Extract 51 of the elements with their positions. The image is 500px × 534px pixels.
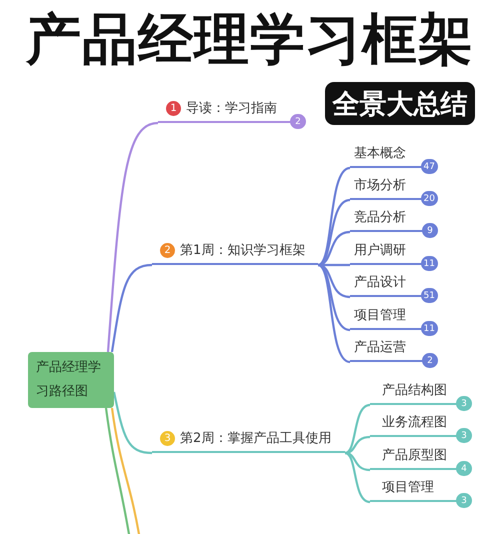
connector-line [112, 392, 152, 454]
connector-line [317, 264, 350, 364]
count-badge: 3 [456, 493, 472, 508]
topic-label: 用户调研 [354, 243, 406, 259]
topic-label: 第1周：知识学习框架 [180, 243, 306, 259]
topic-label: 基本概念 [354, 146, 406, 162]
connector-line [318, 264, 350, 266]
topic-label: 第2周：掌握产品工具使用 [180, 431, 332, 447]
topic-branch [152, 431, 345, 453]
priority-number: 1 [166, 101, 181, 116]
topic-label: 产品设计 [354, 275, 406, 291]
connector-line [344, 452, 370, 504]
connector-line [104, 408, 132, 534]
topic-label: 产品运营 [354, 340, 406, 356]
connector-line [318, 264, 350, 298]
topic-label: 竞品分析 [354, 210, 406, 226]
connector-line [344, 436, 370, 454]
topic-label: 市场分析 [354, 178, 406, 194]
connector-line [318, 198, 350, 266]
priority-number: 3 [160, 431, 175, 446]
count-badge: 51 [420, 288, 438, 303]
count-badge: 47 [420, 159, 438, 174]
title: 产品经理学习框架 [24, 6, 475, 73]
connector-line [106, 122, 158, 352]
count-badge: 20 [420, 191, 438, 206]
root-box [28, 352, 114, 408]
connector-line [318, 264, 350, 332]
topic-label: 业务流程图 [382, 415, 447, 431]
topic-label: 项目管理 [354, 308, 406, 324]
topic-label: 导读：学习指南 [186, 101, 277, 117]
connector-line [318, 230, 350, 266]
root-label: 产品经理学习路径图 [36, 359, 102, 401]
count-badge: 9 [422, 223, 438, 238]
connector-line [110, 264, 152, 352]
topic-label: 产品结构图 [382, 383, 447, 399]
count-badge: 2 [290, 114, 306, 129]
connector-line [110, 408, 142, 534]
connector-line [344, 404, 370, 454]
count-badge: 3 [456, 428, 472, 443]
count-badge: 3 [456, 396, 472, 411]
count-badge: 2 [422, 353, 438, 368]
connector-line [344, 452, 370, 472]
count-badge: 4 [456, 461, 472, 476]
topic-label: 产品原型图 [382, 448, 447, 464]
badge-text: 全景大总结 [332, 88, 468, 122]
summary-badge [325, 82, 475, 125]
topic-label: 项目管理 [382, 480, 434, 496]
count-badge: 11 [420, 256, 438, 271]
topic-branch [152, 243, 318, 265]
count-badge: 11 [420, 321, 438, 336]
priority-number: 2 [160, 243, 175, 258]
